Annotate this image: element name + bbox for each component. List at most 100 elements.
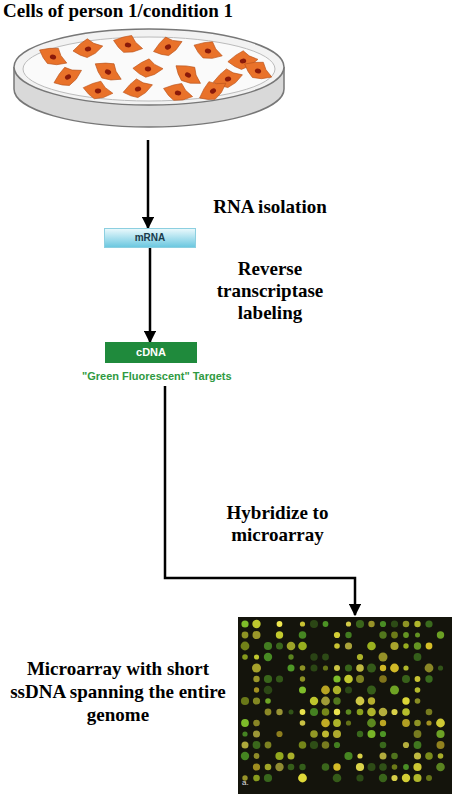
array-spot [403,632,409,638]
array-spot [436,719,445,728]
cell-body [132,58,163,79]
array-spot [333,774,342,783]
array-spot [346,709,352,715]
array-spot [426,720,431,725]
edge-label: Reverse transcriptase labeling [192,258,348,324]
array-spot [241,719,249,727]
array-spot [380,665,386,671]
cell-nucleus [209,87,217,95]
array-spot [333,730,341,738]
array-spot [276,731,282,737]
array-spot [276,631,283,638]
array-spot [368,621,374,627]
array-spot [356,664,364,672]
cell-body [82,80,113,101]
array-spot [390,664,399,673]
array-spot [415,676,421,682]
array-spot [322,731,329,738]
microarray-caption: Microarray with short ssDNA spanning the… [8,657,228,726]
array-spot [299,631,307,639]
array-spot [265,698,271,704]
edge-label: RNA isolation [190,196,350,218]
array-spot [438,665,443,670]
cell-nucleus [184,71,192,78]
cell-nucleus [84,46,91,52]
array-spot [425,664,434,673]
array-spot [322,741,330,749]
array-spot [254,654,259,659]
array-spot [253,775,260,782]
cell-nucleus [145,66,152,71]
array-spot [356,763,364,771]
array-spot [357,731,363,737]
array-spot [356,697,365,706]
array-spot [311,665,318,672]
cell-body [50,61,85,92]
cell-body [112,33,145,56]
array-spot [367,642,376,651]
flow-arrow [149,248,152,342]
array-spot [368,697,375,704]
array-spot [367,708,376,717]
array-spot [380,621,386,627]
array-spot [287,642,296,651]
array-spot [333,697,340,704]
cell-nucleus [104,68,112,75]
array-spot [265,709,272,716]
array-spot [310,653,317,660]
array-spot [402,697,409,704]
array-spot [402,708,410,716]
array-spot [367,719,376,728]
array-spot [253,676,259,682]
array-spot [264,653,272,661]
array-spot [379,675,387,683]
array-spot [323,621,329,627]
array-spot [253,631,261,639]
array-spot [379,653,388,662]
array-spot [310,620,318,628]
array-spot [426,643,433,650]
array-spot [415,633,420,638]
microarray: Microarray with short ssDNA spanning the… [0,615,455,794]
array-spot [334,665,340,671]
array-spot [403,643,408,648]
microarray-image [238,617,452,794]
cell-dish: Cells of person 1/condition 1 [0,0,300,140]
array-spot [254,753,260,759]
dish-rim [14,29,284,105]
array-spot [367,686,376,695]
array-spot [334,632,340,638]
cell-body [91,57,126,86]
array-spot [299,687,306,694]
array-spot [425,620,432,627]
cell [150,32,185,61]
array-spot [264,675,272,683]
array-spot [379,774,387,782]
cell-nucleus [224,76,232,83]
array-spot [300,621,305,626]
array-spot [288,753,295,760]
array-spot [288,654,293,659]
flow-arrow [165,386,355,615]
array-spot [414,741,422,749]
array-spot [391,775,397,781]
array-spot [438,753,444,759]
array-spot [402,675,410,683]
cell-nucleus [174,90,181,96]
array-spot [253,697,260,704]
cell [36,42,70,69]
array-spot [346,720,351,725]
array-spot [391,753,398,760]
cell-body [36,42,70,69]
array-spot [357,709,364,716]
array-spot [356,675,364,683]
cell [82,80,113,101]
array-spot [426,775,432,781]
array-spot [345,642,352,649]
cell [91,57,126,86]
array-spot [322,763,330,771]
cell-body [191,37,225,62]
array-spot [321,697,330,706]
array-spot [380,720,386,726]
array-spot [242,632,249,639]
